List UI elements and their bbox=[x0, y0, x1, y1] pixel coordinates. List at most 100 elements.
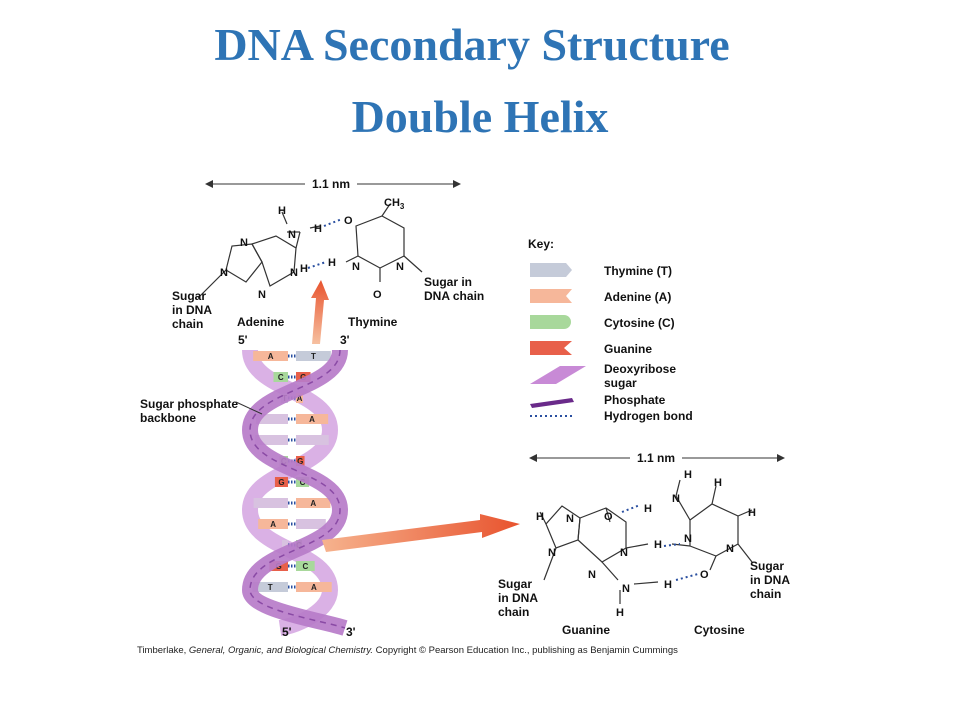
hydrogen-bonds-top bbox=[307, 218, 343, 269]
legend-label-guanine: Guanine bbox=[604, 342, 652, 356]
svg-text:Sugar: Sugar bbox=[750, 559, 784, 573]
sugar-label-top-left: Sugar in DNA chain bbox=[172, 289, 212, 331]
slide-title: DNA Secondary Structure bbox=[214, 19, 730, 70]
svg-text:in DNA: in DNA bbox=[750, 573, 790, 587]
strand-end-5-top: 5' bbox=[238, 333, 248, 347]
base-pair: A bbox=[258, 519, 326, 529]
svg-text:H: H bbox=[684, 469, 692, 481]
base-letter-right: G bbox=[297, 457, 303, 466]
base-letter-left: A bbox=[270, 520, 276, 529]
backbone-label: Sugar phosphate backbone bbox=[140, 397, 263, 425]
zoom-arrow-top bbox=[311, 280, 329, 344]
svg-text:chain: chain bbox=[498, 605, 529, 619]
adenine-thymine-structure bbox=[197, 203, 423, 299]
svg-text:N: N bbox=[622, 583, 630, 595]
width-indicator-top: 1.1 nm bbox=[205, 177, 461, 191]
strand-end-3-bottom: 3' bbox=[346, 625, 356, 639]
svg-text:N: N bbox=[220, 267, 228, 279]
base-left bbox=[252, 582, 288, 592]
base-letter-right: A bbox=[309, 415, 315, 424]
base-left bbox=[273, 372, 288, 382]
width-label-bottom: 1.1 nm bbox=[637, 451, 675, 465]
base-left bbox=[253, 351, 288, 361]
svg-text:H: H bbox=[314, 223, 322, 235]
zoom-arrow-bottom bbox=[322, 514, 520, 552]
base-letter-left: G bbox=[278, 478, 284, 487]
base-right bbox=[296, 561, 315, 571]
svg-text:H: H bbox=[748, 507, 756, 519]
svg-text:N: N bbox=[352, 261, 360, 273]
legend-swatch-guanine bbox=[530, 341, 572, 355]
svg-text:chain: chain bbox=[750, 587, 781, 601]
svg-text:O: O bbox=[700, 569, 709, 581]
base-right bbox=[296, 393, 303, 403]
svg-text:N: N bbox=[396, 261, 404, 273]
sugar-label-top-right: Sugar in DNA chain bbox=[424, 275, 484, 303]
base-left bbox=[282, 540, 288, 550]
cytosine-label: Cytosine bbox=[694, 623, 745, 637]
svg-text:H: H bbox=[616, 607, 624, 619]
svg-text:H: H bbox=[328, 257, 336, 269]
svg-text:N: N bbox=[290, 267, 298, 279]
svg-text:H: H bbox=[300, 263, 308, 275]
sugar-label-bottom-right: Sugar in DNA chain bbox=[750, 559, 790, 601]
svg-text:H: H bbox=[664, 579, 672, 591]
base-right bbox=[296, 372, 311, 382]
svg-text:N: N bbox=[240, 237, 248, 249]
base-right bbox=[296, 435, 329, 445]
base-pair: A bbox=[255, 414, 329, 424]
legend-label-deoxyribose-1: Deoxyribose bbox=[604, 362, 676, 376]
legend: Key: Thymine (T) Adenine (A) Cytosine (C… bbox=[528, 237, 693, 423]
svg-text:DNA chain: DNA chain bbox=[424, 289, 484, 303]
legend-swatch-thymine bbox=[530, 263, 572, 277]
svg-text:H: H bbox=[536, 511, 544, 523]
base-right bbox=[296, 456, 305, 466]
svg-text:N: N bbox=[684, 533, 692, 545]
svg-text:O: O bbox=[344, 215, 353, 227]
width-indicator-bottom: 1.1 nm bbox=[529, 451, 785, 465]
svg-text:Sugar: Sugar bbox=[498, 577, 532, 591]
width-label-top: 1.1 nm bbox=[312, 177, 350, 191]
svg-text:Sugar in: Sugar in bbox=[424, 275, 472, 289]
svg-text:H: H bbox=[644, 503, 652, 515]
base-right bbox=[296, 414, 329, 424]
svg-text:N: N bbox=[288, 229, 296, 241]
base-letter-right: C bbox=[302, 562, 308, 571]
atom-labels-top: H N H O N N N N H H N N O CH3 bbox=[220, 197, 405, 301]
legend-swatch-adenine bbox=[530, 289, 572, 303]
svg-text:in DNA: in DNA bbox=[172, 303, 212, 317]
guanine-label: Guanine bbox=[562, 623, 610, 637]
svg-text:H: H bbox=[654, 539, 662, 551]
svg-text:Sugar phosphate: Sugar phosphate bbox=[140, 397, 238, 411]
legend-label-deoxyribose-2: sugar bbox=[604, 376, 637, 390]
base-right bbox=[296, 582, 332, 592]
svg-text:O: O bbox=[604, 511, 613, 523]
base-left bbox=[253, 498, 288, 508]
slide-subtitle: Double Helix bbox=[351, 91, 609, 142]
hydrogen-bonds-bottom bbox=[621, 504, 699, 581]
base-left bbox=[274, 477, 288, 487]
sugar-label-bottom-left: Sugar in DNA chain bbox=[498, 577, 538, 619]
legend-title: Key: bbox=[528, 237, 554, 251]
svg-text:H: H bbox=[714, 477, 722, 489]
svg-text:N: N bbox=[566, 513, 574, 525]
base-letter-left: T bbox=[268, 583, 273, 592]
legend-swatch-deoxyribose bbox=[530, 366, 586, 384]
base-letter-right: A bbox=[311, 583, 317, 592]
base-letter-right: A bbox=[310, 499, 316, 508]
base-left bbox=[258, 519, 288, 529]
svg-text:O: O bbox=[373, 289, 382, 301]
thymine-label: Thymine bbox=[348, 315, 398, 329]
base-letter-left: C bbox=[278, 373, 284, 382]
svg-text:N: N bbox=[672, 493, 680, 505]
atom-labels-bottom: H N N O N N H H N H H H N H H N N O bbox=[536, 469, 756, 619]
base-letter-left: A bbox=[268, 352, 274, 361]
base-right bbox=[296, 498, 331, 508]
svg-text:Sugar: Sugar bbox=[172, 289, 206, 303]
legend-swatch-phosphate bbox=[530, 398, 574, 408]
base-left bbox=[255, 435, 288, 445]
svg-text:N: N bbox=[548, 547, 556, 559]
